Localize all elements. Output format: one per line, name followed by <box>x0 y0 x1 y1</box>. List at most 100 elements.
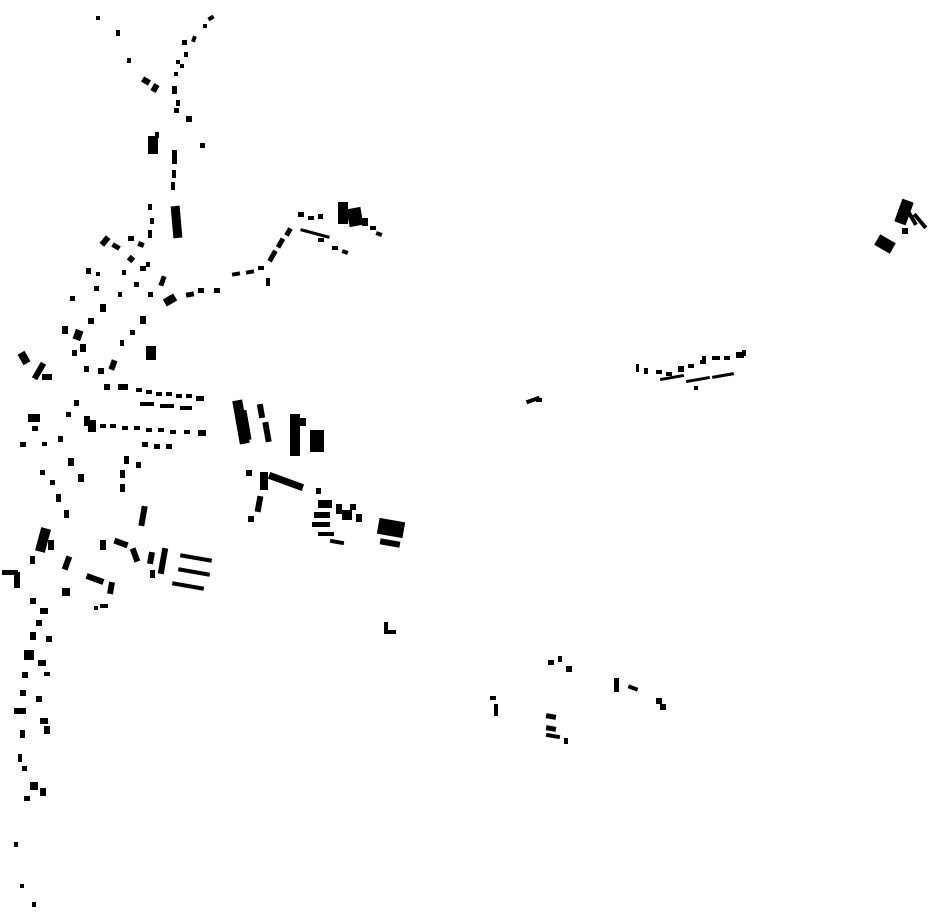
building <box>85 573 105 585</box>
building <box>536 398 542 402</box>
building <box>150 570 155 578</box>
building <box>126 254 136 264</box>
building <box>232 399 250 445</box>
building <box>44 726 50 734</box>
building <box>300 418 306 426</box>
building <box>231 271 241 277</box>
building <box>711 372 735 379</box>
building <box>141 76 151 86</box>
building <box>660 704 666 710</box>
building <box>127 58 131 63</box>
building <box>134 426 140 430</box>
building <box>636 364 639 372</box>
building <box>694 386 698 390</box>
building <box>157 547 169 575</box>
building <box>61 555 73 571</box>
building <box>688 364 694 368</box>
building <box>78 474 84 482</box>
building <box>32 426 38 431</box>
building <box>548 660 554 665</box>
building <box>166 392 172 396</box>
building <box>2 570 18 575</box>
building <box>176 394 182 398</box>
building <box>170 430 176 434</box>
building <box>17 350 31 366</box>
building <box>146 390 152 394</box>
building <box>656 370 662 374</box>
building <box>107 581 115 595</box>
building <box>88 420 96 432</box>
building <box>318 238 324 242</box>
building <box>42 442 47 446</box>
building <box>174 72 178 76</box>
building <box>176 60 180 64</box>
building <box>20 884 24 888</box>
building <box>40 470 45 475</box>
building <box>172 150 177 164</box>
building <box>40 608 48 614</box>
building <box>196 396 204 401</box>
building <box>36 696 42 702</box>
building <box>62 588 70 596</box>
building <box>136 388 142 392</box>
building <box>72 350 77 356</box>
building <box>256 403 266 419</box>
building <box>146 428 152 432</box>
building <box>700 360 706 364</box>
building <box>184 430 190 434</box>
building <box>154 444 160 449</box>
building <box>258 266 264 270</box>
building <box>108 359 118 371</box>
building <box>241 409 252 441</box>
building <box>329 538 345 546</box>
building <box>298 212 304 217</box>
building <box>146 262 150 267</box>
building <box>158 275 167 287</box>
building <box>94 606 98 610</box>
building <box>902 228 908 234</box>
building <box>266 278 270 286</box>
building <box>148 292 153 297</box>
building <box>614 678 619 692</box>
building <box>177 567 211 577</box>
building <box>24 650 34 660</box>
building <box>318 532 334 536</box>
building <box>724 356 730 360</box>
building <box>659 373 685 382</box>
building <box>148 136 158 154</box>
building <box>62 326 68 334</box>
building <box>99 235 111 247</box>
building <box>336 504 342 514</box>
building <box>120 340 124 346</box>
building <box>267 472 305 491</box>
building <box>56 494 61 502</box>
building <box>702 356 706 360</box>
building <box>48 540 54 550</box>
building <box>30 632 36 640</box>
building <box>35 527 51 553</box>
building <box>104 384 110 390</box>
building <box>384 622 388 634</box>
building <box>275 237 286 249</box>
building <box>246 470 252 476</box>
building <box>200 143 205 148</box>
building <box>332 246 338 250</box>
building <box>42 374 52 380</box>
building <box>122 426 128 430</box>
building <box>248 516 254 522</box>
building <box>96 16 100 20</box>
building <box>124 456 129 464</box>
building <box>148 230 152 238</box>
building <box>148 204 152 210</box>
building <box>110 424 116 428</box>
building <box>88 318 94 324</box>
building <box>68 458 74 466</box>
building <box>58 436 63 442</box>
building <box>525 395 541 405</box>
building <box>180 406 192 410</box>
building <box>545 713 557 720</box>
building <box>172 86 177 94</box>
building <box>134 282 139 287</box>
building <box>142 442 148 447</box>
building <box>370 226 376 230</box>
